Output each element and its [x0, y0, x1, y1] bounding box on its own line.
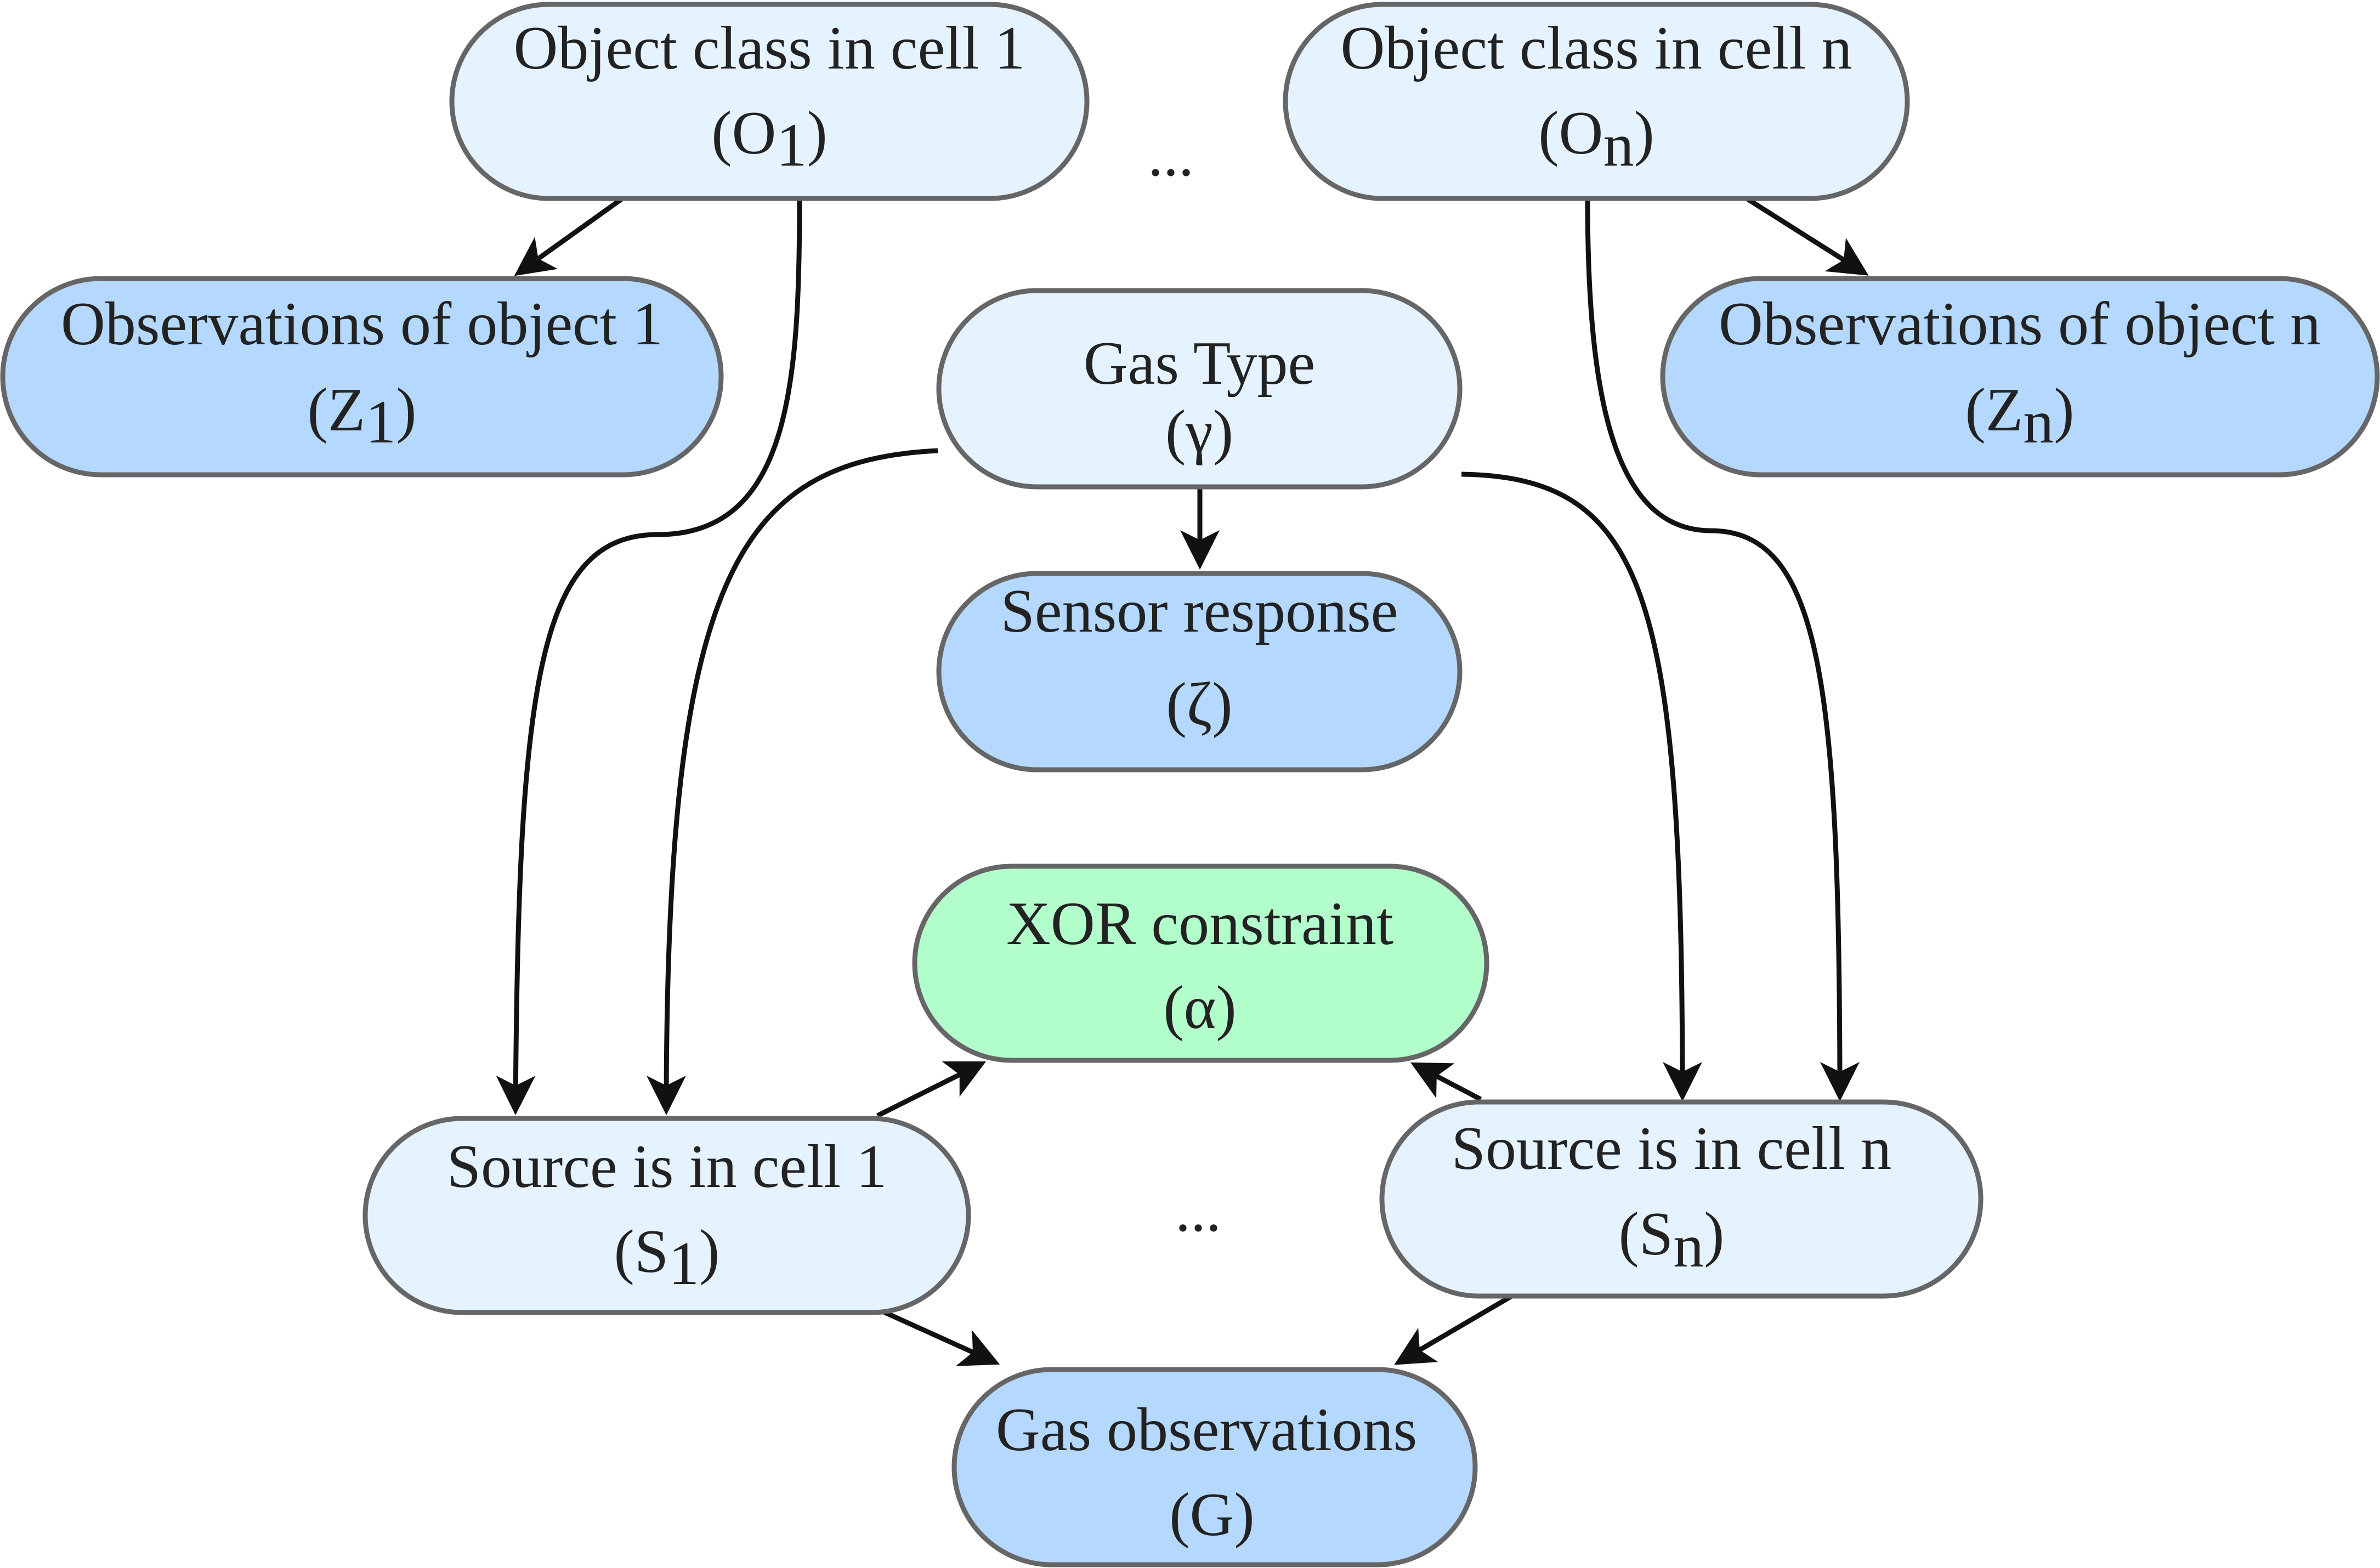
node-title: XOR constraint	[1006, 890, 1393, 958]
node-object-class-cell-1: Object class in cell 1 (O1)	[449, 2, 1090, 201]
edge-s1-to-alpha	[876, 1061, 987, 1118]
node-observations-object-n: Observations of object n (Zn)	[1660, 276, 2380, 478]
node-title: Source is in cell n	[1452, 1115, 1891, 1183]
node-symbol: (On)	[1538, 99, 1654, 179]
node-gas-observations: Gas observations (G)	[951, 1367, 1478, 1567]
edge-sn-to-alpha	[1410, 1062, 1482, 1101]
ellipsis-bottom: ...	[1175, 1177, 1221, 1245]
node-source-cell-1: Source is in cell 1 (S1)	[362, 1116, 971, 1315]
node-box	[936, 288, 1463, 490]
node-title: Source is in cell 1	[447, 1133, 887, 1201]
node-symbol: (S1)	[614, 1218, 720, 1298]
edge-on-to-zn	[1745, 196, 1869, 276]
edge-gamma-to-s1	[647, 448, 938, 1115]
node-source-cell-n: Source is in cell n (Sn)	[1379, 1099, 1984, 1299]
node-title: Object class in cell n	[1340, 14, 1852, 82]
node-symbol: (Z1)	[307, 376, 416, 456]
node-box	[1660, 276, 2380, 478]
node-gas-type: Gas Type (γ)	[936, 288, 1463, 490]
node-symbol: (Sn)	[1619, 1200, 1725, 1280]
node-symbol: (G)	[1169, 1481, 1254, 1549]
edge-o1-to-z1	[514, 196, 624, 276]
node-symbol: (ζ)	[1166, 671, 1233, 738]
node-title: Sensor response	[1001, 577, 1398, 645]
ellipsis-top: ...	[1148, 121, 1194, 189]
node-title: Gas observations	[996, 1396, 1417, 1464]
edge-gamma-to-sn	[1461, 471, 1702, 1101]
node-title: Observations of object 1	[61, 290, 663, 358]
node-symbol: (α)	[1163, 974, 1236, 1042]
node-box	[936, 571, 1463, 772]
node-symbol: (Zn)	[1965, 376, 2074, 456]
node-symbol: (γ)	[1165, 398, 1233, 466]
node-box	[1283, 2, 1910, 201]
edge-s1-to-g	[879, 1308, 1000, 1366]
node-observations-object-1: Observations of object 1 (Z1)	[0, 276, 724, 478]
node-box	[0, 276, 724, 478]
node-title: Object class in cell 1	[513, 14, 1025, 82]
node-sensor-response: Sensor response (ζ)	[936, 571, 1463, 772]
node-box	[362, 1116, 971, 1315]
node-box	[449, 2, 1090, 201]
node-title: Observations of object n	[1719, 290, 2321, 358]
node-box	[912, 863, 1489, 1063]
edge-o1-to-s1	[496, 198, 802, 1115]
edge-sn-to-g	[1394, 1294, 1512, 1365]
node-xor-constraint: XOR constraint (α)	[912, 863, 1489, 1063]
node-title: Gas Type	[1084, 329, 1315, 397]
node-box	[1379, 1099, 1984, 1299]
node-box	[951, 1367, 1478, 1567]
node-object-class-cell-n: Object class in cell n (On)	[1283, 2, 1910, 201]
node-symbol: (O1)	[711, 99, 827, 179]
edge-on-to-sn	[1585, 198, 1860, 1101]
edges	[496, 196, 1869, 1366]
